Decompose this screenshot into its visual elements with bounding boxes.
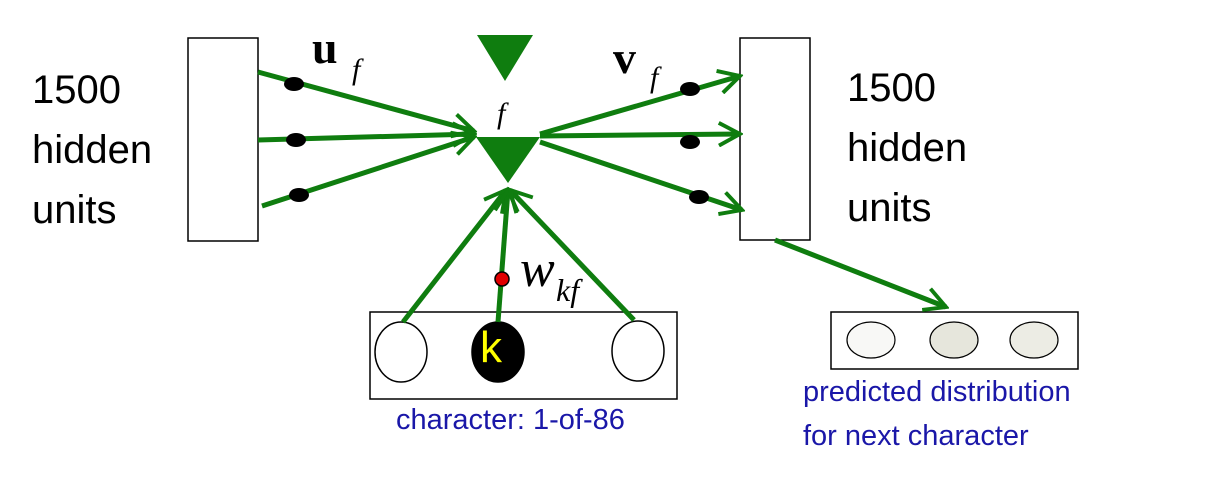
left-hidden-layer-box <box>187 37 259 242</box>
w-weight-dot <box>494 271 510 287</box>
v-arrow-top <box>539 76 740 137</box>
w-weight-symbol: w <box>520 241 555 298</box>
w-weight-subscript: kf <box>556 272 580 308</box>
u-weight-subscript: f <box>352 53 361 86</box>
v-weight-subscript: f <box>650 61 659 94</box>
output-unit-3 <box>1009 321 1059 359</box>
factor-label: f <box>497 97 506 130</box>
u-weight-dot-middle <box>286 133 306 147</box>
u-weight-symbol: u <box>312 22 338 73</box>
output-unit-1 <box>846 321 896 359</box>
right-layer-label-line1: 1500 <box>847 66 936 110</box>
v-weight-dot-middle <box>680 135 700 149</box>
factor-triangle-legend <box>477 35 533 81</box>
right-hidden-layer-box <box>739 37 811 241</box>
v-weight-symbol: v <box>613 32 636 83</box>
input-caption: character: 1-of-86 <box>396 404 625 436</box>
left-layer-label-line1: 1500 <box>32 68 121 112</box>
input-unit-right <box>611 320 665 382</box>
u-weight-dot-bottom <box>289 188 309 202</box>
w-arrow-middle <box>498 190 508 323</box>
input-unit-left <box>374 321 428 383</box>
right-layer-label-line2: hidden <box>847 126 968 170</box>
output-unit-2 <box>929 321 979 359</box>
u-weight-dot-top <box>284 77 304 91</box>
left-layer-label-line2: hidden <box>32 128 153 172</box>
active-unit-label: k <box>480 323 502 372</box>
left-layer-label-line3: units <box>32 188 117 232</box>
output-arrow <box>774 237 946 307</box>
factor-triangle <box>476 137 540 183</box>
v-weight-dot-bottom <box>689 190 709 204</box>
output-caption-line1: predicted distribution <box>803 376 1071 408</box>
v-arrow-middle <box>539 134 740 136</box>
v-arrow-bottom <box>539 139 742 210</box>
output-caption-line2: for next character <box>803 420 1029 452</box>
right-layer-label-line3: units <box>847 186 932 230</box>
w-arrow-left <box>401 190 506 324</box>
w-arrow-right <box>510 190 636 322</box>
v-weight-dot-top <box>680 82 700 96</box>
